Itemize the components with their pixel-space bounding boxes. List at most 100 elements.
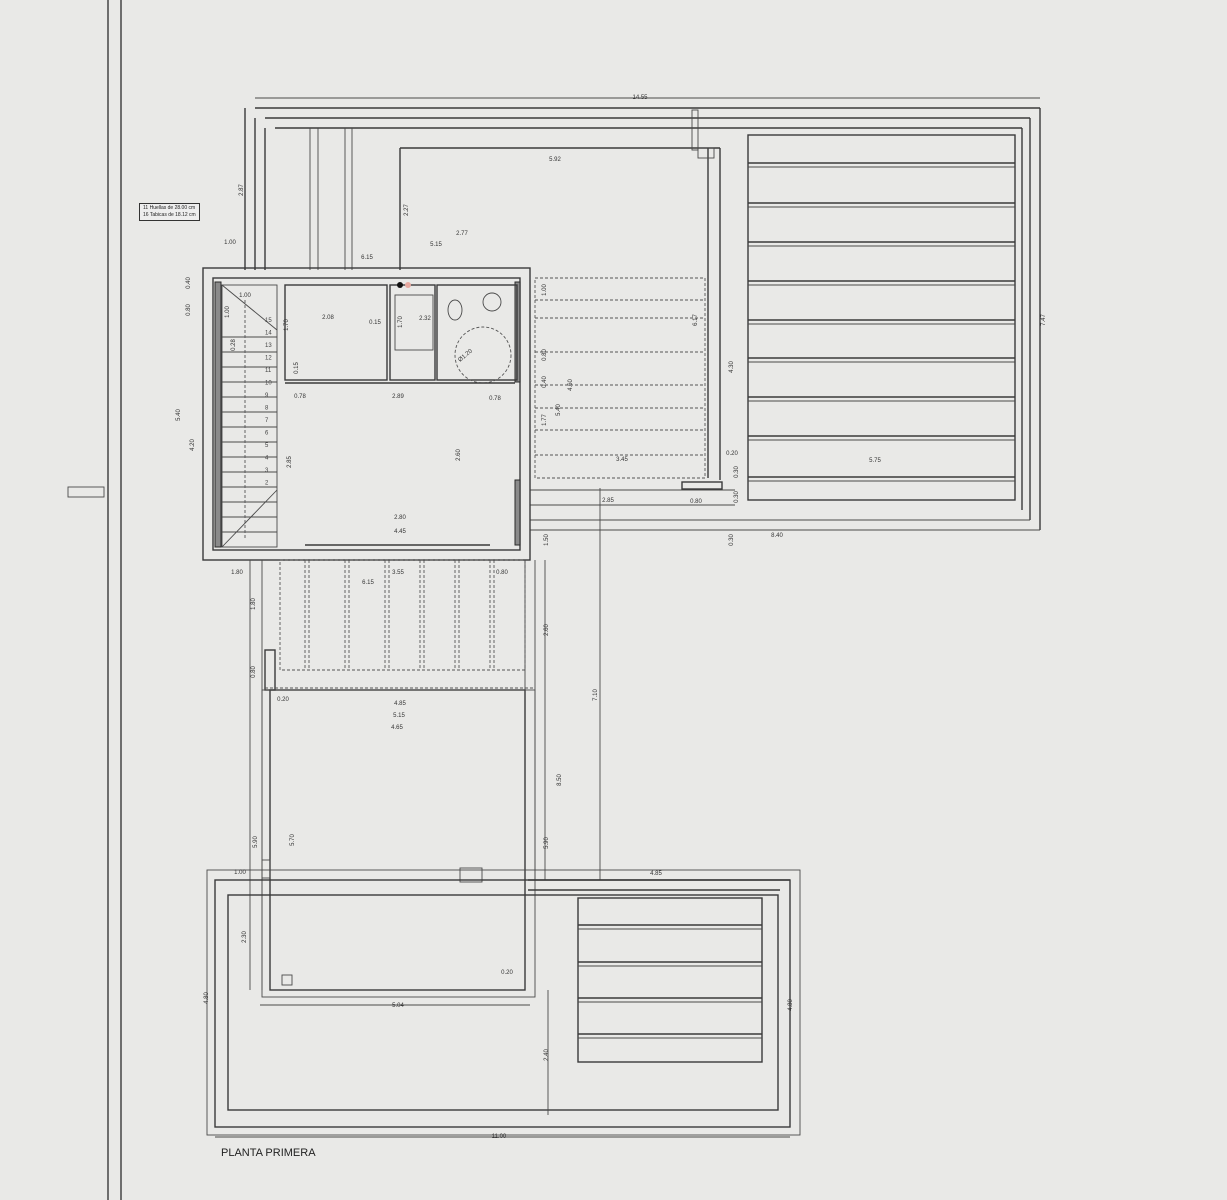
dimension-label: 8.50: [557, 774, 563, 786]
dimension-label: 0.20: [726, 451, 738, 457]
dimension-label: 7.47: [1041, 314, 1047, 326]
skylight-icon: [459, 867, 483, 883]
stair-step-number: 8: [265, 406, 269, 412]
bottom-roof-edge: [206, 869, 801, 1136]
drawing-title: PLANTA PRIMERA: [221, 1147, 316, 1159]
lower-roof: [269, 689, 526, 991]
stair-line: [221, 489, 278, 548]
dimension-label: 6.15: [361, 255, 373, 261]
dimension-label: 3.45: [616, 457, 628, 463]
dimension-label: 4.85: [394, 701, 406, 707]
dimension-label: 5.15: [393, 713, 405, 719]
dimension-label: 1.70: [284, 319, 290, 331]
turning-circle: [454, 326, 512, 384]
stair-step-number: 9: [265, 393, 269, 399]
chimney-icon: [261, 859, 271, 879]
dimension-label: 1.00: [239, 293, 251, 299]
dimension-label: 0.80: [542, 349, 548, 361]
dimension-label: 0.80: [186, 304, 192, 316]
dimension-label: 2.80: [394, 515, 406, 521]
dimension-label: 0.78: [294, 394, 306, 400]
dimension-label: 0.80: [496, 570, 508, 576]
dimension-label: 2.89: [392, 394, 404, 400]
stair-legend-treads: 11 Huellas de 28.00 cm: [143, 205, 196, 211]
dimension-label: 4.80: [204, 992, 210, 1004]
stair-step-number: 3: [265, 468, 269, 474]
dimension-label: 0.30: [734, 466, 740, 478]
dimension-label: 4.85: [650, 871, 662, 877]
dimension-label: 2.40: [544, 1049, 550, 1061]
dimension-label: 2.85: [287, 456, 293, 468]
dimension-label: 4.65: [391, 725, 403, 731]
dimension-label: 0.30: [734, 491, 740, 503]
dimension-label: 2.60: [456, 449, 462, 461]
lower-roof: [261, 689, 536, 998]
dimension-label: 1.80: [251, 598, 257, 610]
terrace-area: [534, 277, 706, 479]
dimension-label: 0.20: [501, 970, 513, 976]
drain-icon: [697, 147, 715, 159]
stair-step-number: 7: [265, 418, 269, 424]
dimension-label: 1.00: [542, 284, 548, 296]
column: [264, 649, 276, 691]
beam-icon: [681, 481, 723, 490]
stair-step-number: 6: [265, 431, 269, 437]
dimension-label: 14.55: [632, 95, 648, 101]
dimension-label: 0.15: [369, 320, 381, 326]
pergola-area: [279, 559, 526, 671]
shower-tray: [394, 294, 434, 351]
dimension-label: 3.55: [392, 570, 404, 576]
dimension-label: 0.80: [690, 499, 702, 505]
dimension-label: 4.45: [394, 529, 406, 535]
dimension-label: 1.77: [542, 414, 548, 426]
bedroom-closet: [284, 284, 388, 381]
dimension-label: 1.70: [398, 316, 404, 328]
bathroom: [436, 284, 518, 381]
staircase: [221, 284, 278, 548]
stair-step-number: 12: [265, 356, 272, 362]
dimension-label: 0.20: [277, 697, 289, 703]
dimension-label: 2.60: [544, 624, 550, 636]
house-inner-wall: [212, 277, 521, 551]
stair-step-number: 11: [265, 368, 272, 374]
bathroom: [389, 284, 436, 381]
dimension-label: 2.85: [602, 498, 614, 504]
solar-panel-array: [747, 134, 1016, 501]
turning-circle-label: Ø1.20: [457, 348, 474, 364]
dimension-label: 5.40: [176, 409, 182, 421]
toilet-icon: [447, 299, 463, 321]
bottom-roof-edge: [227, 894, 779, 1111]
dimension-label: 2.77: [456, 231, 468, 237]
dimension-label: 5.92: [549, 157, 561, 163]
solar-panel-array: [577, 897, 763, 1063]
downpipe-icon: [405, 282, 411, 288]
dimension-label: 8.40: [771, 533, 783, 539]
dimension-label: 1.00: [224, 240, 236, 246]
stair-step-number: 10: [265, 381, 272, 387]
stair-step-number: 14: [265, 331, 272, 337]
stair-step-number: 5: [265, 443, 269, 449]
dimension-label: 4.20: [190, 439, 196, 451]
dimension-label: 2.27: [404, 204, 410, 216]
dimension-label: 0.15: [294, 362, 300, 374]
stair-step-number: 2: [265, 481, 269, 487]
washbasin-icon: [482, 292, 502, 312]
dimension-label: 6.17: [693, 314, 699, 326]
dimension-label: 5.70: [290, 834, 296, 846]
dimension-label: 4.30: [729, 361, 735, 373]
dimension-label: 7.10: [593, 689, 599, 701]
wall: [214, 281, 222, 548]
drain-icon: [281, 974, 293, 986]
dimension-label: 5.40: [556, 404, 562, 416]
dimension-label: 5.15: [430, 242, 442, 248]
dimension-label: 4.80: [788, 999, 794, 1011]
stair-step-number: 13: [265, 343, 272, 349]
dimension-label: 1.00: [225, 306, 231, 318]
dimension-label: 5.75: [869, 458, 881, 464]
dimension-label: 2.87: [239, 184, 245, 196]
dimension-label: 0.78: [489, 396, 501, 402]
dimension-label: 0.80: [251, 666, 257, 678]
title-block-icon: [67, 486, 105, 498]
